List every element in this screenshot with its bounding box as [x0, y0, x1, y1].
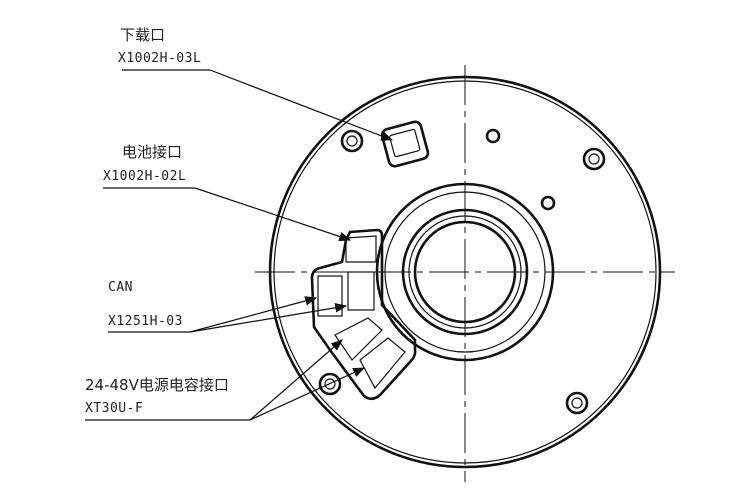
mounting-hole [318, 372, 342, 396]
leader-power [85, 339, 366, 421]
leader-battery [103, 187, 352, 242]
bore-ring [408, 215, 522, 329]
can-port-part: X1251H-03 [108, 314, 183, 329]
leader-can [108, 296, 348, 333]
power-port-label: 24-48V电源电容接口 [85, 376, 229, 394]
download-port-connector [380, 120, 430, 168]
hub-ring [384, 191, 546, 353]
bore-outer [401, 208, 529, 336]
small-hole [485, 128, 501, 144]
hub-outer-circle [375, 182, 555, 362]
power-port-part: XT30U-F [85, 401, 143, 416]
mounting-hole [340, 129, 364, 153]
mounting-hole [582, 147, 606, 171]
bore-inner [413, 220, 517, 324]
connector-cluster [310, 228, 417, 401]
battery-port-label: 电池接口 [122, 143, 182, 161]
download-port-label: 下载口 [120, 26, 165, 44]
small-hole [540, 195, 556, 211]
battery-port-part: X1002H-02L [103, 169, 186, 184]
can-port-label: CAN [108, 280, 133, 295]
download-port-part: X1002H-03L [118, 51, 201, 66]
leader-download [122, 69, 394, 141]
outer-housing-inner-circle [273, 80, 657, 464]
outer-housing-circle [268, 75, 662, 469]
mounting-hole [565, 391, 589, 415]
